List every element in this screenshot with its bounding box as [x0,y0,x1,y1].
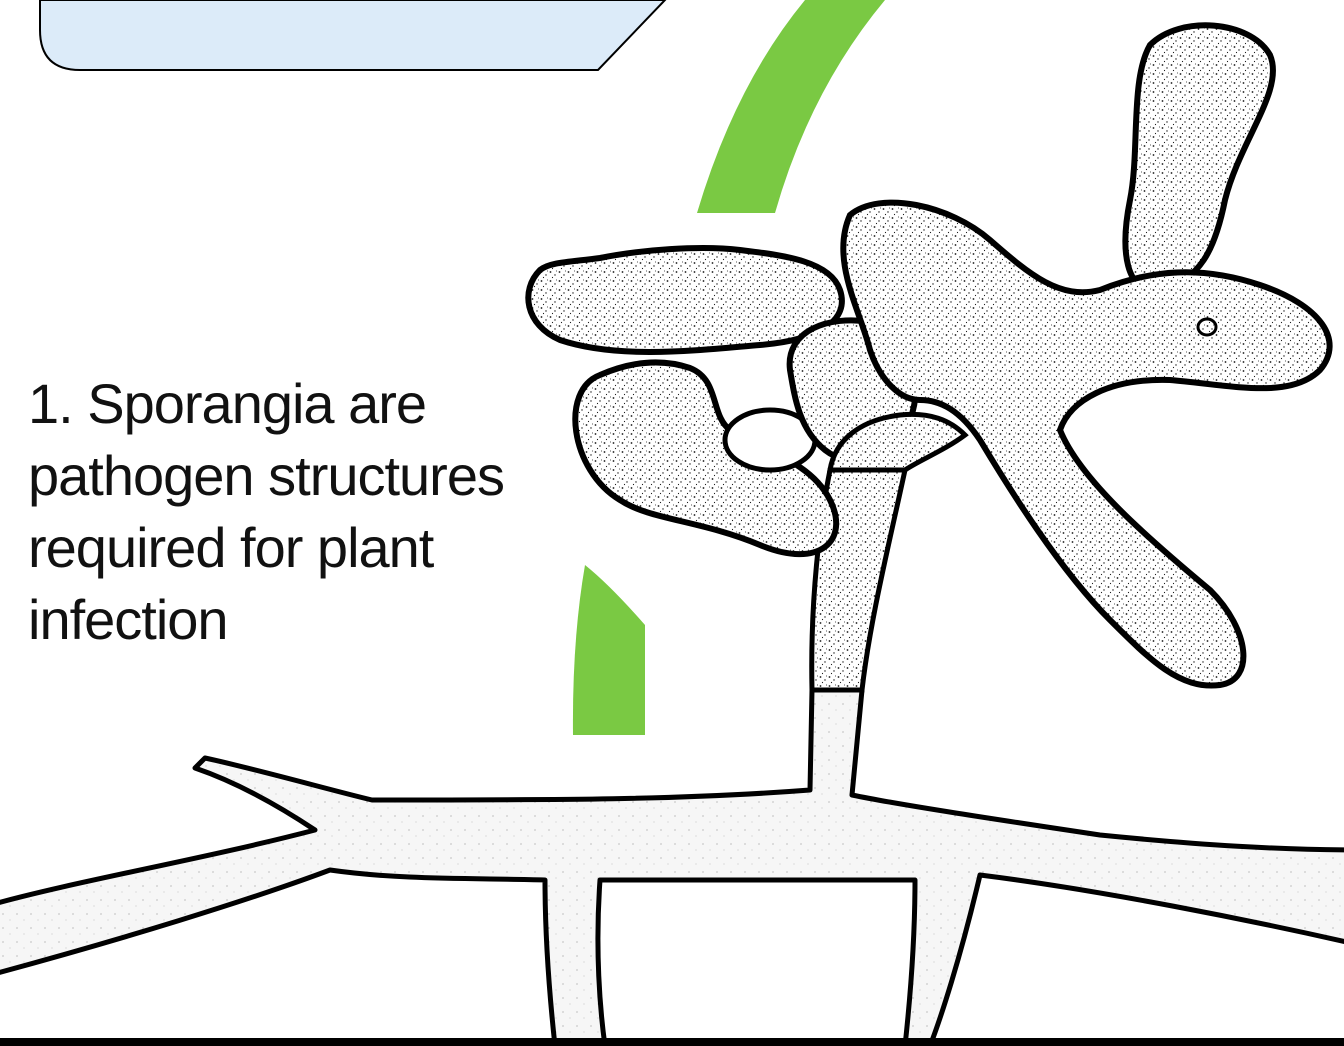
bottom-border [0,1038,1344,1046]
caption-text: 1. Sporangia are pathogen structures req… [28,368,588,656]
hyphae [0,690,1344,1046]
sporangium-upper-right [1125,25,1273,290]
sporangium-upper-left [528,248,842,352]
